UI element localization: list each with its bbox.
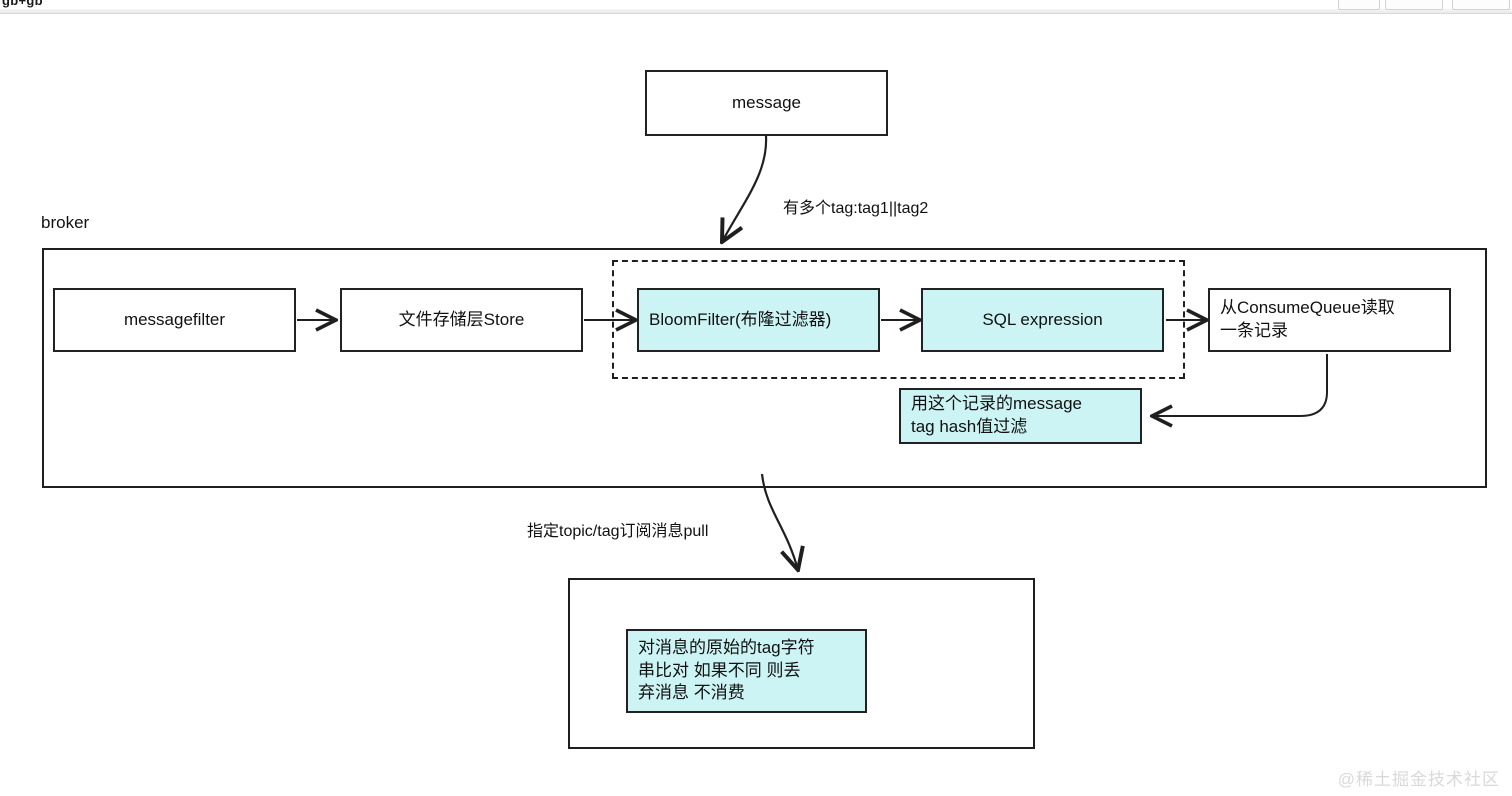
diagram-canvas: message 有多个tag:tag1||tag2 broker message… [0, 14, 1512, 796]
watermark: @稀土掘金技术社区 [1337, 770, 1500, 789]
toolbar-control-0[interactable] [1338, 0, 1380, 10]
node-messagefilter[interactable]: messagefilter [53, 288, 296, 352]
edge-label-subscribe-pull: 指定topic/tag订阅消息pull [527, 523, 709, 540]
edge-message-to-broker [722, 135, 768, 242]
consumer-container [568, 578, 1035, 749]
node-message[interactable]: message [645, 70, 888, 136]
note-consumer-tag-compare[interactable]: 对消息的原始的tag字符 串比对 如果不同 则丢 弃消息 不消费 [626, 629, 867, 713]
node-bloomfilter[interactable]: BloomFilter(布隆过滤器) [637, 288, 880, 352]
node-sql-expression[interactable]: SQL expression [921, 288, 1164, 352]
note-hash-filter[interactable]: 用这个记录的message tag hash值过滤 [899, 388, 1142, 444]
filter-group-dashed-container [612, 260, 1185, 379]
note-hash-filter-label: 用这个记录的message tag hash值过滤 [911, 394, 1082, 436]
node-sql-expression-label: SQL expression [982, 309, 1103, 329]
node-consumequeue-read-label: 从ConsumeQueue读取 一条记录 [1220, 298, 1395, 340]
node-bloomfilter-label: BloomFilter(布隆过滤器) [649, 309, 832, 329]
node-message-label: message [732, 92, 801, 112]
browser-tab-title[interactable]: gb+gb [2, 0, 43, 8]
browser-toolbar-shade [0, 9, 1512, 13]
node-consumequeue-read[interactable]: 从ConsumeQueue读取 一条记录 [1208, 288, 1451, 352]
browser-chrome-strip: gb+gb [0, 0, 1512, 14]
note-consumer-tag-compare-label: 对消息的原始的tag字符 串比对 如果不同 则丢 弃消息 不消费 [638, 637, 815, 703]
node-file-store[interactable]: 文件存储层Store [340, 288, 583, 352]
edge-label-multi-tag: 有多个tag:tag1||tag2 [783, 200, 929, 217]
toolbar-control-1[interactable] [1385, 0, 1443, 10]
toolbar-control-2[interactable] [1452, 0, 1510, 10]
node-messagefilter-label: messagefilter [123, 309, 226, 329]
broker-container [42, 248, 1487, 488]
node-file-store-label: 文件存储层Store [398, 309, 525, 329]
broker-label: broker [41, 213, 90, 232]
edge-broker-to-consumer [760, 473, 798, 570]
